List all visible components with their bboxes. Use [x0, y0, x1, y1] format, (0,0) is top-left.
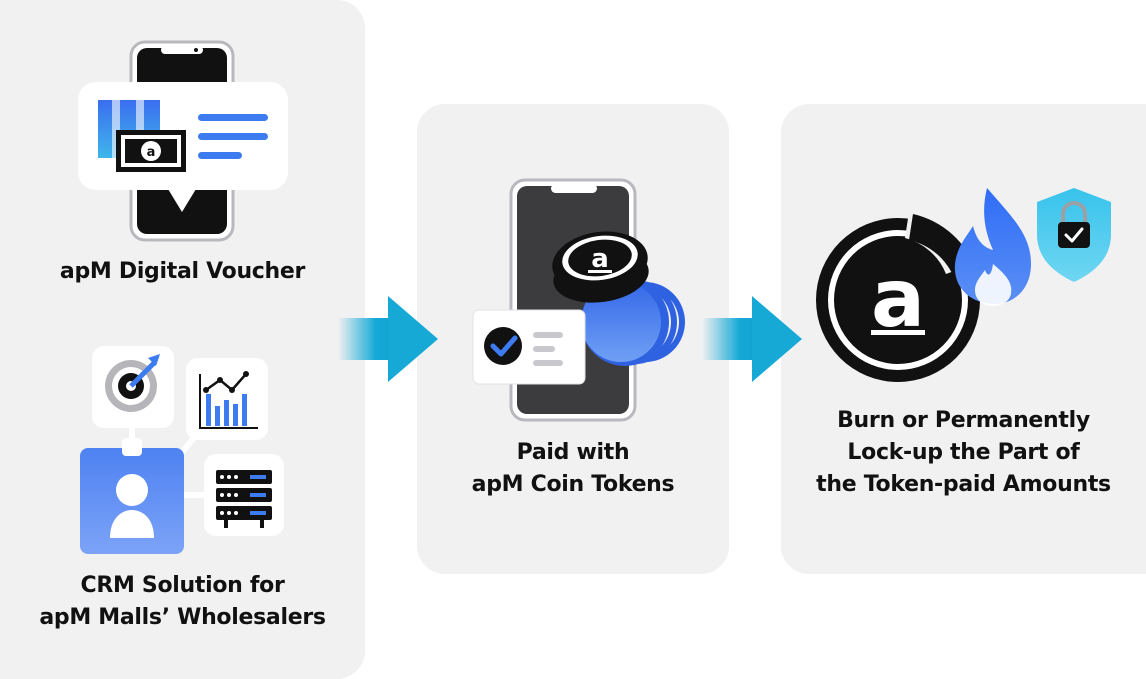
flame-icon: [954, 188, 1031, 306]
step-label-paid: Paid with apM Coin Tokens: [471, 440, 675, 497]
shield-lock-icon: [1037, 188, 1111, 282]
step-label-voucher: apM Digital Voucher: [59, 259, 306, 284]
svg-text:a: a: [147, 145, 156, 160]
step-label-burn: Burn or Permanently Lock-up the Part of …: [816, 408, 1111, 497]
bar-chart-icon: [186, 358, 268, 440]
target-icon: [92, 346, 174, 428]
arrow-right-icon: [338, 296, 438, 382]
crm-illustration: [80, 346, 284, 554]
burn-illustration: a: [816, 188, 1111, 382]
payment-illustration: a: [472, 178, 685, 422]
svg-text:a: a: [871, 252, 925, 345]
coin-icon: a: [552, 231, 649, 303]
voucher-illustration: a: [78, 40, 288, 242]
coin-icon: a: [816, 212, 980, 382]
receipt-card: [472, 309, 586, 385]
server-icon: [204, 454, 284, 536]
id-badge-icon: [80, 438, 184, 554]
arrow-right-icon: [702, 296, 802, 382]
step-label-crm: CRM Solution for apM Malls’ Wholesalers: [39, 573, 326, 630]
svg-text:a: a: [591, 244, 609, 274]
checkmark-icon: [484, 327, 522, 365]
voucher-icon: a: [78, 82, 288, 212]
